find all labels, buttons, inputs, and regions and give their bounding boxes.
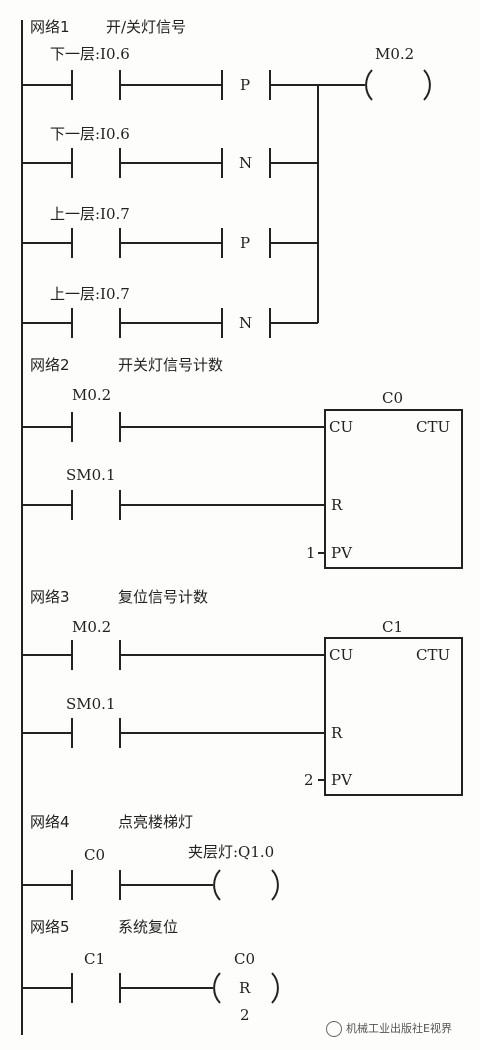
wechat-icon <box>326 1021 342 1037</box>
pin-r: R <box>331 724 343 742</box>
pv-value: 2 <box>304 771 314 789</box>
pin-pv: PV <box>331 771 352 789</box>
contact-label: 下一层:I0.6 <box>50 45 130 63</box>
coil-label: 夹层灯:Q1.0 <box>188 843 275 861</box>
contact-label: M0.2 <box>72 618 112 636</box>
network-4-label: 网络4 <box>30 813 70 831</box>
pin-cu: CU <box>329 646 354 664</box>
contact-label: 上一层:I0.7 <box>50 285 130 303</box>
pin-r: R <box>331 496 343 514</box>
network-5-label: 网络5 <box>30 918 70 936</box>
watermark: 机械工业出版社E视界 <box>346 1022 452 1035</box>
coil-label: M0.2 <box>375 45 415 63</box>
network-1-label: 网络1 <box>30 18 70 36</box>
pin-cu: CU <box>329 418 354 436</box>
counter-box-c0 <box>324 409 463 569</box>
reset-count: 2 <box>240 1006 250 1024</box>
network-2-label: 网络2 <box>30 356 70 374</box>
edge-p: P <box>240 234 251 252</box>
network-5-title: 系统复位 <box>118 918 179 936</box>
contact-label: 上一层:I0.7 <box>50 205 130 223</box>
edge-p: P <box>240 76 251 94</box>
network-3-title: 复位信号计数 <box>118 588 209 606</box>
contact-label: C0 <box>84 846 106 864</box>
coil-label: C0 <box>234 950 256 968</box>
pin-pv: PV <box>331 544 352 562</box>
contact-label: C1 <box>84 950 106 968</box>
counter-type: CTU <box>416 418 451 436</box>
edge-n: N <box>239 154 253 172</box>
contact-label: 下一层:I0.6 <box>50 125 130 143</box>
edge-n: N <box>239 314 253 332</box>
reset-op: R <box>239 979 251 997</box>
network-3-label: 网络3 <box>30 588 70 606</box>
network-4-title: 点亮楼梯灯 <box>118 813 194 831</box>
network-1-title: 开/关灯信号 <box>106 18 187 36</box>
counter-box-c1 <box>324 637 463 796</box>
counter-name: C1 <box>382 618 404 636</box>
contact-label: SM0.1 <box>66 695 116 713</box>
contact-label: SM0.1 <box>66 466 116 484</box>
coil-right-arc <box>423 69 431 101</box>
pv-value: 1 <box>306 544 316 562</box>
counter-name: C0 <box>382 389 404 407</box>
counter-type: CTU <box>416 646 451 664</box>
network-2-title: 开关灯信号计数 <box>118 356 224 374</box>
contact-label: M0.2 <box>72 386 112 404</box>
coil-left-arc <box>365 69 373 101</box>
